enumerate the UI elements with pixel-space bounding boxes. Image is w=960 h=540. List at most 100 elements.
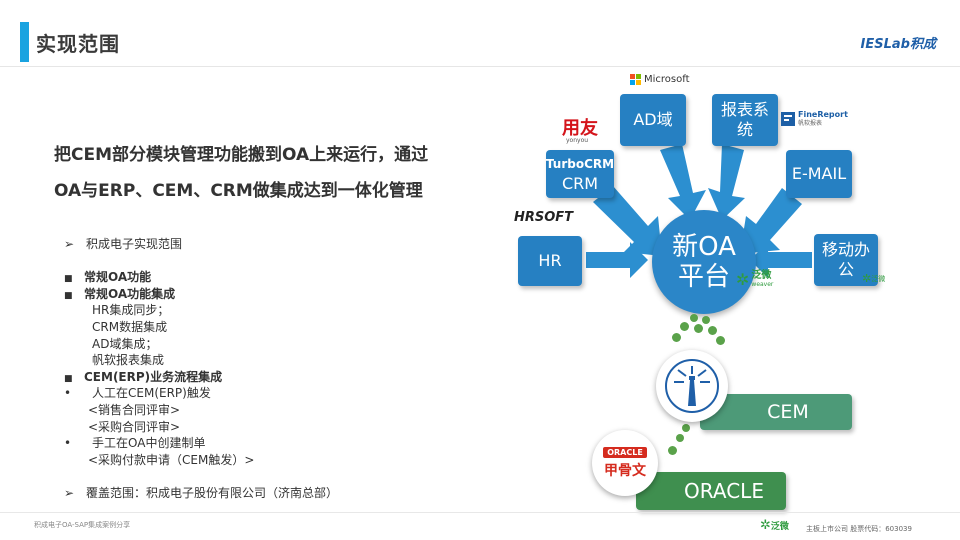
lighthouse-icon bbox=[665, 359, 719, 413]
finereport-icon bbox=[781, 112, 795, 126]
yonyou-logo: 用友 bbox=[562, 118, 598, 139]
cem-icon-circle bbox=[656, 350, 728, 422]
ad-box: AD域 bbox=[620, 94, 686, 146]
list-item: HR集成同步； bbox=[64, 302, 338, 319]
diagram-arrows bbox=[586, 144, 812, 278]
footer-weaver-logo: ✲ 泛微 bbox=[760, 518, 789, 533]
list-item bbox=[64, 468, 338, 485]
arrow-hr bbox=[586, 242, 648, 278]
list-item: ➢ 覆盖范围：积成电子股份有限公司（济南总部） bbox=[64, 485, 338, 502]
report-label-2: 统 bbox=[736, 120, 753, 139]
list-item-text: <采购付款申请（CEM触发）> bbox=[88, 452, 255, 467]
list-item-text: HR集成同步； bbox=[92, 303, 170, 318]
list-item: <采购付款申请（CEM触发）> bbox=[64, 452, 338, 469]
list-item: <销售合同评审> bbox=[64, 402, 338, 419]
weaver-small-icon: ✲ bbox=[862, 272, 872, 285]
mobile-label-1: 移动办 bbox=[821, 240, 870, 259]
bullet-icon: ➢ bbox=[64, 485, 75, 500]
weaver-footer-icon: ✲ bbox=[760, 518, 771, 533]
oracle-logo: ORACLE bbox=[603, 446, 647, 458]
list-item-text: <销售合同评审> bbox=[88, 402, 181, 417]
dot bbox=[680, 322, 689, 331]
new-oa-platform-circle: 新OA 平台 bbox=[652, 210, 756, 314]
list-item: ■ 常规OA功能集成 bbox=[64, 286, 338, 303]
dot bbox=[694, 324, 703, 333]
list-item-text: 覆盖范围：积成电子股份有限公司（济南总部） bbox=[86, 485, 339, 500]
cem-bar: CEM bbox=[700, 394, 852, 430]
ad-label: AD域 bbox=[633, 110, 673, 129]
cem-label: CEM bbox=[767, 401, 809, 423]
turbocrm-label: TurboCRM bbox=[545, 157, 615, 171]
list-item: 帆软报表集成 bbox=[64, 352, 338, 369]
arrow-crm bbox=[593, 186, 662, 256]
list-item-text: 帆软报表集成 bbox=[92, 353, 165, 368]
bullet-icon: ■ bbox=[64, 274, 73, 285]
list-item-text: 常规OA功能集成 bbox=[84, 286, 176, 301]
list-item: AD域集成； bbox=[64, 336, 338, 353]
oracle-bar: ORACLE bbox=[636, 472, 786, 510]
dot bbox=[702, 316, 710, 324]
list-item: CRM数据集成 bbox=[64, 319, 338, 336]
center-label-1: 新OA bbox=[672, 232, 736, 262]
header-divider bbox=[0, 66, 960, 67]
dot bbox=[716, 336, 725, 345]
bullet-icon: ➢ bbox=[64, 237, 75, 251]
footer-left-text: 积成电子OA-SAP集成案例分享 bbox=[34, 521, 131, 529]
report-label-1: 报表系 bbox=[720, 100, 769, 119]
list-item: ➢ 积成电子实现范围 bbox=[64, 236, 338, 253]
list-item-text: CRM数据集成 bbox=[92, 319, 168, 334]
arrow-ad bbox=[660, 144, 706, 220]
list-item-text: AD域集成； bbox=[92, 336, 158, 351]
yonyou-sub: yonyou bbox=[566, 137, 589, 144]
report-box: 报表系 统 bbox=[712, 94, 778, 146]
microsoft-icon bbox=[630, 74, 641, 85]
brand-logo: IESLab积成 bbox=[860, 37, 936, 52]
title-accent-bar bbox=[20, 22, 29, 62]
oracle-label: ORACLE bbox=[684, 479, 764, 503]
weaver-logo: ✲ 泛微 weaver bbox=[736, 269, 774, 289]
email-label: E-MAIL bbox=[791, 164, 847, 183]
hr-label: HR bbox=[538, 251, 562, 270]
list-item-text: CEM(ERP)业务流程集成 bbox=[84, 369, 223, 384]
list-item bbox=[64, 253, 338, 270]
list-item-text: 积成电子实现范围 bbox=[86, 237, 183, 251]
bullet-icon: ■ bbox=[64, 290, 73, 301]
dot bbox=[668, 446, 677, 455]
headline-line-1: 把CEM部分模块管理功能搬到OA上来运行，通过 bbox=[54, 145, 429, 165]
hr-box: HR bbox=[518, 236, 582, 286]
list-item-text: <采购合同评审> bbox=[88, 419, 181, 434]
footer-right-text: 主板上市公司 股票代码：603039 bbox=[806, 525, 912, 533]
bullet-icon: ■ bbox=[64, 373, 73, 384]
footer-divider bbox=[0, 512, 960, 513]
email-box: E-MAIL bbox=[786, 150, 852, 198]
list-item: ■ CEM(ERP)业务流程集成 bbox=[64, 369, 338, 386]
microsoft-logo: Microsoft bbox=[630, 74, 690, 85]
hrsoft-logo: HRSOFT bbox=[514, 210, 574, 225]
mobile-box: 移动办 公 bbox=[814, 234, 878, 286]
weaver-icon: ✲ bbox=[736, 270, 750, 289]
dot bbox=[672, 333, 681, 342]
dot bbox=[708, 326, 717, 335]
crm-label: CRM bbox=[561, 174, 599, 193]
dot bbox=[676, 434, 684, 442]
bullet-icon: • bbox=[64, 436, 72, 451]
list-item-text: 人工在CEM(ERP)触发 bbox=[92, 386, 211, 401]
bullet-icon: • bbox=[64, 386, 72, 401]
scope-list: ➢ 积成电子实现范围 ■ 常规OA功能 ■ 常规OA功能集成 HR集成同步；CRM数据集成 A… bbox=[64, 236, 338, 502]
list-item: ■ 常规OA功能 bbox=[64, 269, 338, 286]
oracle-cn-logo: 甲骨文 bbox=[604, 462, 646, 479]
headline-line-2: OA与ERP、CEM、CRM做集成达到一体化管理 bbox=[54, 181, 423, 201]
list-item-text: 手工在OA中创建制单 bbox=[92, 436, 206, 451]
arrow-email bbox=[740, 188, 802, 254]
mobile-label-2: 公 bbox=[837, 260, 854, 279]
oracle-icon-circle: ORACLE 甲骨文 bbox=[592, 430, 658, 496]
page-title: 实现范围 bbox=[36, 32, 120, 56]
center-label-2: 平台 bbox=[677, 262, 730, 292]
weaver-mobile-logo: ✲ 泛微 bbox=[862, 272, 886, 285]
list-item: • 手工在OA中创建制单 bbox=[64, 435, 338, 452]
list-item: • 人工在CEM(ERP)触发 bbox=[64, 385, 338, 402]
list-item: <采购合同评审> bbox=[64, 419, 338, 436]
list-item-text: 常规OA功能 bbox=[84, 270, 152, 285]
dot bbox=[682, 424, 690, 432]
finereport-logo: FineReport 帆软报表 bbox=[781, 110, 848, 128]
